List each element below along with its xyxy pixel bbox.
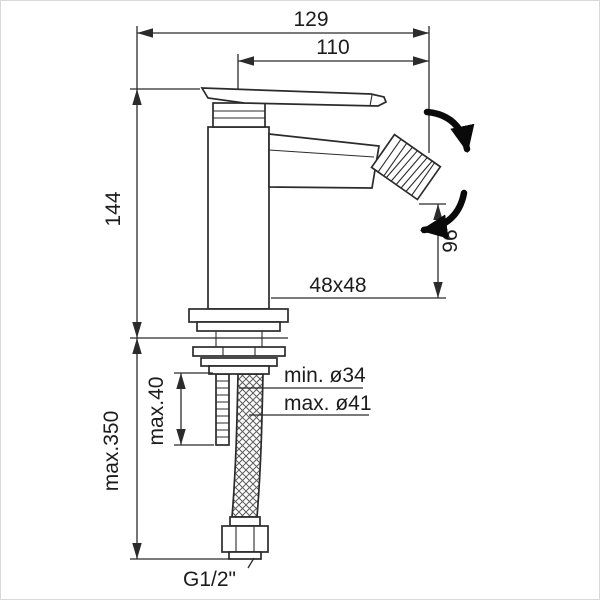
dim-label-96: 96 <box>439 229 462 252</box>
dim-label-110: 110 <box>316 36 349 59</box>
base-flange <box>188 308 289 332</box>
dim-label-g12: G1/2" <box>183 568 236 591</box>
dim-label-min-d34: min. ø34 <box>284 364 366 387</box>
dim-label-max350: max.350 <box>100 411 123 492</box>
dim-label-48x48: 48x48 <box>309 274 366 297</box>
aerator-knurl-hatch <box>385 146 433 192</box>
leader-line-g12 <box>247 557 255 569</box>
swivel-aerator <box>370 133 442 201</box>
lever-handle <box>200 87 388 107</box>
fixing-washer-set <box>192 346 286 375</box>
hose-connector-nut <box>221 516 269 560</box>
dim-label-max-d41: max. ø41 <box>284 392 372 415</box>
spout <box>268 133 380 189</box>
cartridge-collar <box>212 102 266 128</box>
rotation-arrow-bottom-icon <box>419 189 468 239</box>
swivel-indication <box>419 108 475 239</box>
braided-hose <box>231 373 264 518</box>
faucet-drawing <box>188 87 442 560</box>
dim-label-max40: max.40 <box>145 377 168 446</box>
faucet-body <box>207 126 270 310</box>
dim-label-129: 129 <box>293 8 328 31</box>
stud-thread-lines <box>216 380 229 438</box>
rotation-arrow-top-icon <box>423 108 475 154</box>
mounting-stud <box>215 373 230 446</box>
mounting-shank <box>215 331 263 347</box>
dimensioning: 129 110 144 max.350 max.40 96 48x48 min.… <box>100 8 462 591</box>
dim-label-144: 144 <box>102 191 125 226</box>
